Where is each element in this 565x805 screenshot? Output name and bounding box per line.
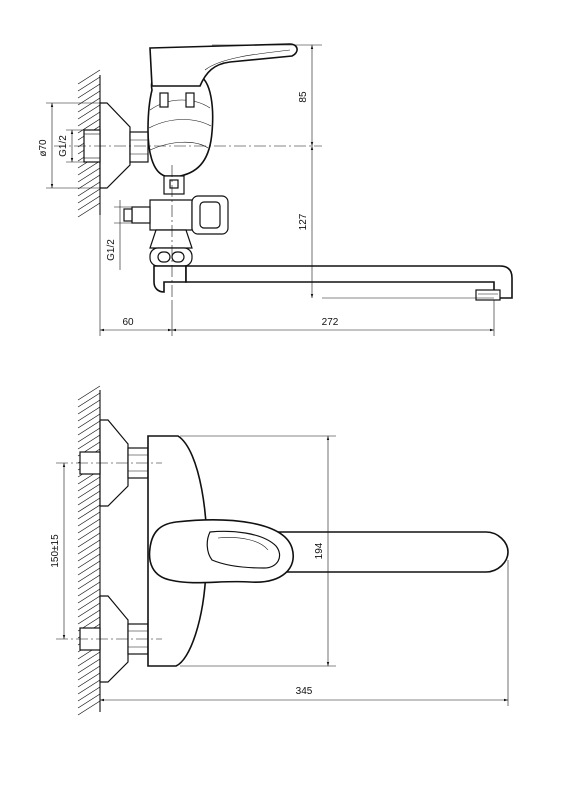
- dim-height-lower: 127: [298, 213, 309, 230]
- dim-inlet-spacing: 150±15: [50, 534, 61, 568]
- side-view: 85 127 ø70 G1/2 G1/2: [38, 44, 512, 336]
- dim-overall-length: 345: [296, 686, 313, 697]
- hatch-line: [78, 77, 100, 91]
- hatch-line: [78, 519, 100, 533]
- hatch-line: [78, 484, 100, 498]
- hatch-line: [78, 568, 100, 582]
- dim-spout-reach: 272: [322, 317, 339, 328]
- hatch-line: [78, 182, 100, 196]
- hatch-line: [78, 84, 100, 98]
- hatch-line: [78, 435, 100, 449]
- lever-handle-front: [150, 520, 294, 583]
- dimension-inlet-spacing: 150±15: [50, 463, 64, 639]
- dimension-height-side: 85 127: [212, 45, 494, 298]
- hatch-line: [78, 70, 100, 84]
- hatch-line: [78, 498, 100, 512]
- hatch-line: [78, 673, 100, 687]
- dim-wall-offset: 60: [122, 317, 134, 328]
- hatch-line: [78, 540, 100, 554]
- hatch-line: [78, 400, 100, 414]
- wall-hatching-front: [78, 386, 100, 715]
- dim-thread-outlet: G1/2: [106, 239, 117, 261]
- dim-height-upper: 85: [298, 91, 309, 103]
- hatch-line: [78, 505, 100, 519]
- hatch-line: [78, 98, 100, 112]
- front-view: 150±15 194 345: [50, 386, 508, 715]
- hatch-line: [78, 428, 100, 442]
- hatch-line: [78, 161, 100, 175]
- hatch-line: [78, 407, 100, 421]
- hatch-line: [78, 477, 100, 491]
- spout-side: [154, 266, 512, 300]
- hatch-line: [78, 386, 100, 400]
- dim-flange-diameter: ø70: [38, 139, 49, 157]
- hatch-line: [78, 575, 100, 589]
- hatch-line: [78, 175, 100, 189]
- hatch-line: [78, 596, 100, 610]
- lever-handle-side: [150, 44, 297, 86]
- hatch-line: [78, 491, 100, 505]
- hatch-line: [78, 561, 100, 575]
- hatch-line: [78, 203, 100, 217]
- hatch-line: [78, 659, 100, 673]
- dim-body-height: 194: [314, 542, 325, 559]
- hatch-line: [78, 652, 100, 666]
- hatch-line: [78, 112, 100, 126]
- hatch-line: [78, 196, 100, 210]
- hatch-line: [78, 168, 100, 182]
- hatch-line: [78, 421, 100, 435]
- hatch-line: [78, 554, 100, 568]
- hatch-line: [78, 680, 100, 694]
- hatch-line: [78, 105, 100, 119]
- hatch-line: [78, 666, 100, 680]
- hatch-line: [78, 547, 100, 561]
- hatch-line: [78, 589, 100, 603]
- hatch-line: [78, 512, 100, 526]
- hatch-line: [78, 582, 100, 596]
- hatch-line: [78, 603, 100, 617]
- mixer-body-side: [148, 75, 213, 176]
- hatch-line: [78, 694, 100, 708]
- hatch-line: [78, 533, 100, 547]
- hatch-line: [78, 393, 100, 407]
- hatch-line: [78, 414, 100, 428]
- hatch-line: [78, 687, 100, 701]
- hatch-line: [78, 526, 100, 540]
- dim-thread-wall: G1/2: [58, 135, 69, 157]
- hatch-line: [78, 610, 100, 624]
- outlet-connector-side: [124, 176, 228, 266]
- hatch-line: [78, 189, 100, 203]
- hatch-line: [78, 701, 100, 715]
